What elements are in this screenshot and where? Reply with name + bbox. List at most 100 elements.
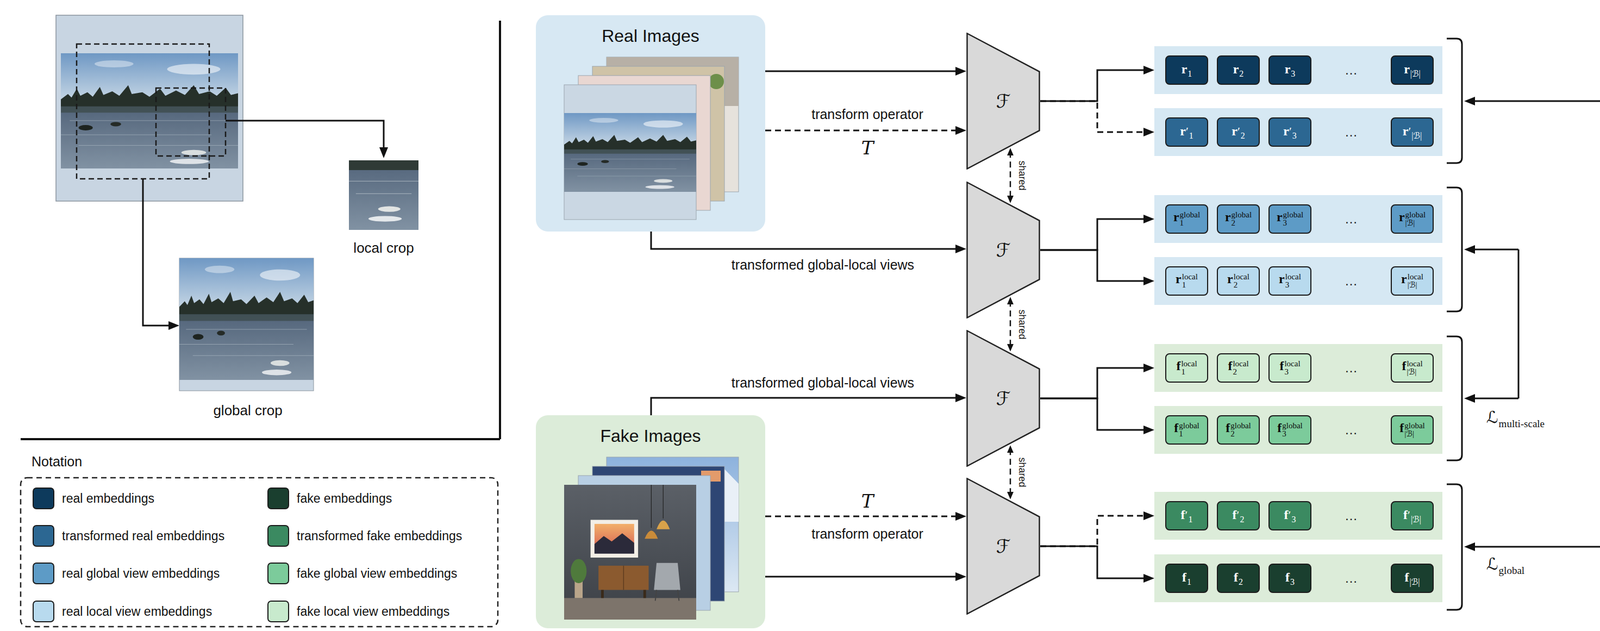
math-part: f xyxy=(1233,570,1239,585)
embedding-symbol: f′3 xyxy=(1284,508,1297,524)
math-part: local xyxy=(1233,272,1250,282)
embedding-row: …f1localf2localf3localf|ℬ|local xyxy=(1154,344,1443,392)
embedding-row: …r1localr2localr3localr|ℬ|local xyxy=(1154,257,1443,305)
embedding-symbol: r2local xyxy=(1227,272,1250,290)
math-part: 1 xyxy=(1182,280,1198,290)
math-part: 2 xyxy=(1238,577,1243,587)
embedding-chip: r2 xyxy=(1216,55,1260,85)
ellipsis: … xyxy=(1344,62,1358,78)
math-part: r xyxy=(1276,209,1283,224)
real-image-stack xyxy=(564,57,739,220)
image-set-panel: Real Images xyxy=(535,15,766,232)
label-box: T xyxy=(861,490,874,512)
embedding-symbol: f1global xyxy=(1173,421,1200,439)
math-part: f xyxy=(1403,507,1408,522)
ellipsis: … xyxy=(1344,124,1358,140)
math-part: global xyxy=(1282,421,1303,431)
embedding-chip: r3global xyxy=(1268,204,1312,234)
math-part: global xyxy=(1179,210,1201,220)
math-part: ℒ xyxy=(1486,554,1499,573)
ellipsis-box: … xyxy=(1344,405,1358,454)
embedding-symbol: r|ℬ|global xyxy=(1398,210,1426,228)
math-part: r xyxy=(1225,209,1231,224)
math-part: 1 xyxy=(1186,577,1192,587)
math-part: 1 xyxy=(1188,514,1193,524)
legend-item: transformed fake embeddings xyxy=(267,525,462,547)
ellipsis: … xyxy=(1344,422,1358,438)
embedding-symbol: r1local xyxy=(1175,272,1198,290)
loss-label: ℒglobal xyxy=(1486,561,1525,572)
math-part: ′ xyxy=(1185,508,1189,522)
embedding-symbol: f2global xyxy=(1225,421,1252,439)
math-part: f xyxy=(1182,570,1187,585)
math-part: f xyxy=(1399,420,1404,435)
math-part: r xyxy=(1284,61,1291,77)
math-stack: 2global xyxy=(1230,421,1252,440)
math-part: f xyxy=(1227,358,1233,373)
encoder-trapezoid: ℱ xyxy=(966,32,1041,170)
embedding-row: …r′1r′2r′3r′|ℬ| xyxy=(1154,108,1443,156)
math-part: 3 xyxy=(1292,130,1297,141)
math-part: 3 xyxy=(1283,219,1304,228)
embedding-chip: r1 xyxy=(1165,55,1209,85)
math-part: global xyxy=(1283,210,1304,220)
encoder-trapezoid: ℱ xyxy=(966,181,1041,319)
embedding-chip: r′2 xyxy=(1216,117,1260,147)
edge-label-box: shared xyxy=(1016,455,1028,489)
legend-swatch xyxy=(267,525,290,547)
math-part: 2 xyxy=(1233,280,1250,290)
math-part: ℒ xyxy=(1486,408,1499,427)
math-part: f xyxy=(1284,507,1289,522)
math-part: 2 xyxy=(1240,130,1246,141)
math-part: 3 xyxy=(1282,429,1303,439)
math-part: f xyxy=(1279,358,1284,373)
encoder-symbol: ℱ xyxy=(996,387,1011,410)
connector-arrow xyxy=(1040,250,1149,281)
math-part: f xyxy=(1232,507,1237,522)
math-part: local xyxy=(1407,272,1424,282)
embedding-chip: f3global xyxy=(1268,415,1312,445)
math-part: 1 xyxy=(1178,429,1200,439)
embedding-symbol: f|ℬ| xyxy=(1404,570,1421,587)
embedding-symbol: r|ℬ| xyxy=(1403,62,1421,79)
connector-arrow xyxy=(1009,300,1012,348)
embedding-symbol: f3local xyxy=(1279,359,1300,377)
panel-title: Fake Images xyxy=(535,425,766,447)
encoder-outline xyxy=(967,478,1040,615)
embedding-symbol: f2local xyxy=(1227,359,1249,377)
connector-arrow xyxy=(1040,546,1149,579)
embedding-row: …f′1f′2f′3f′|ℬ| xyxy=(1154,491,1443,540)
math-part: global xyxy=(1231,210,1253,220)
math-part: |ℬ| xyxy=(1407,280,1424,290)
math-part: 2 xyxy=(1230,429,1252,439)
embedding-row: …f1f2f3f|ℬ| xyxy=(1154,554,1443,603)
connector-arrow xyxy=(765,515,961,518)
ellipsis: … xyxy=(1344,273,1358,289)
math-part: multi-scale xyxy=(1498,417,1545,430)
ellipsis-box: … xyxy=(1344,257,1358,305)
edge-label-box: shared xyxy=(1016,307,1028,341)
embedding-chip: f′2 xyxy=(1216,501,1260,531)
source-image xyxy=(60,53,239,169)
math-part: 2 xyxy=(1239,69,1244,79)
math-part: 2 xyxy=(1239,514,1245,524)
math-part: local xyxy=(1180,359,1197,369)
embedding-symbol: r1 xyxy=(1181,62,1193,79)
embedding-chip: f′1 xyxy=(1165,501,1209,531)
math-part: f xyxy=(1225,420,1230,435)
math-part: |ℬ| xyxy=(1410,69,1421,79)
operator-symbol: T xyxy=(861,136,874,159)
global-crop-mat xyxy=(179,258,314,391)
legend-item: real local view embeddings xyxy=(32,600,212,623)
math-part: ′ xyxy=(1407,508,1411,522)
embedding-chip: r3 xyxy=(1268,55,1312,85)
label-box: global crop xyxy=(213,402,283,420)
embedding-chip: r1local xyxy=(1165,266,1209,296)
embedding-chip: f|ℬ|local xyxy=(1390,353,1434,383)
math-part: global xyxy=(1405,210,1427,220)
embedding-symbol: f′2 xyxy=(1232,508,1245,524)
embedding-symbol: r3 xyxy=(1284,62,1296,79)
connector-arrow xyxy=(651,231,961,249)
embedding-chip: r3local xyxy=(1268,266,1312,296)
